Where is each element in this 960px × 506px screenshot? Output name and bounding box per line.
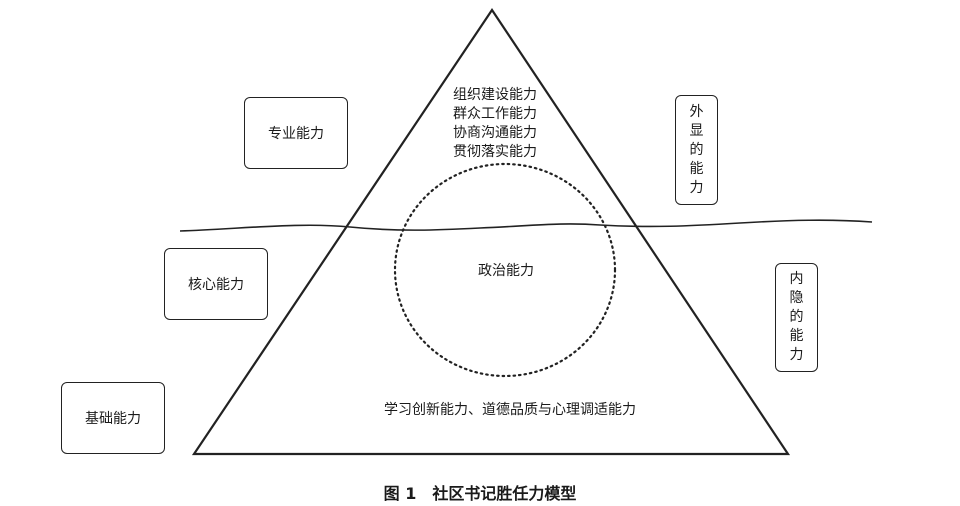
core-ability-box: 核心能力 bbox=[164, 248, 268, 320]
explicit-ability-char: 能 bbox=[689, 160, 704, 177]
professional-ability-label: 专业能力 bbox=[268, 126, 324, 142]
political-ability-circle bbox=[393, 162, 617, 378]
explicit-ability-box: 外 显 的 能 力 bbox=[675, 95, 718, 205]
explicit-ability-char: 的 bbox=[689, 141, 704, 158]
top-ability-item: 协商沟通能力 bbox=[453, 125, 537, 141]
implicit-ability-char: 内 bbox=[789, 271, 804, 287]
explicit-ability-char: 外 bbox=[689, 103, 704, 120]
implicit-ability-char: 隐 bbox=[789, 290, 804, 306]
top-abilities-list: 组织建设能力 群众工作能力 协商沟通能力 贯彻落实能力 bbox=[400, 86, 590, 162]
top-ability-item: 组织建设能力 bbox=[453, 87, 537, 103]
explicit-ability-char: 显 bbox=[689, 122, 704, 139]
implicit-ability-box: 内 隐 的 能 力 bbox=[775, 263, 818, 372]
implicit-ability-char: 的 bbox=[789, 309, 804, 325]
implicit-ability-char: 力 bbox=[789, 347, 804, 363]
explicit-ability-char: 力 bbox=[689, 179, 704, 196]
top-ability-item: 贯彻落实能力 bbox=[453, 144, 537, 160]
competency-triangle bbox=[191, 8, 791, 456]
basic-ability-label: 基础能力 bbox=[85, 411, 141, 427]
core-ability-label: 核心能力 bbox=[188, 277, 244, 293]
waterline-curve bbox=[179, 219, 873, 232]
basic-ability-box: 基础能力 bbox=[61, 382, 165, 454]
political-ability-label: 政治能力 bbox=[478, 263, 534, 279]
base-abilities-label: 学习创新能力、道德品质与心理调适能力 bbox=[384, 402, 636, 418]
top-ability-item: 群众工作能力 bbox=[453, 106, 537, 122]
figure-caption: 图 1 社区书记胜任力模型 bbox=[383, 484, 577, 503]
implicit-ability-char: 能 bbox=[789, 328, 804, 344]
professional-ability-box: 专业能力 bbox=[244, 97, 348, 169]
